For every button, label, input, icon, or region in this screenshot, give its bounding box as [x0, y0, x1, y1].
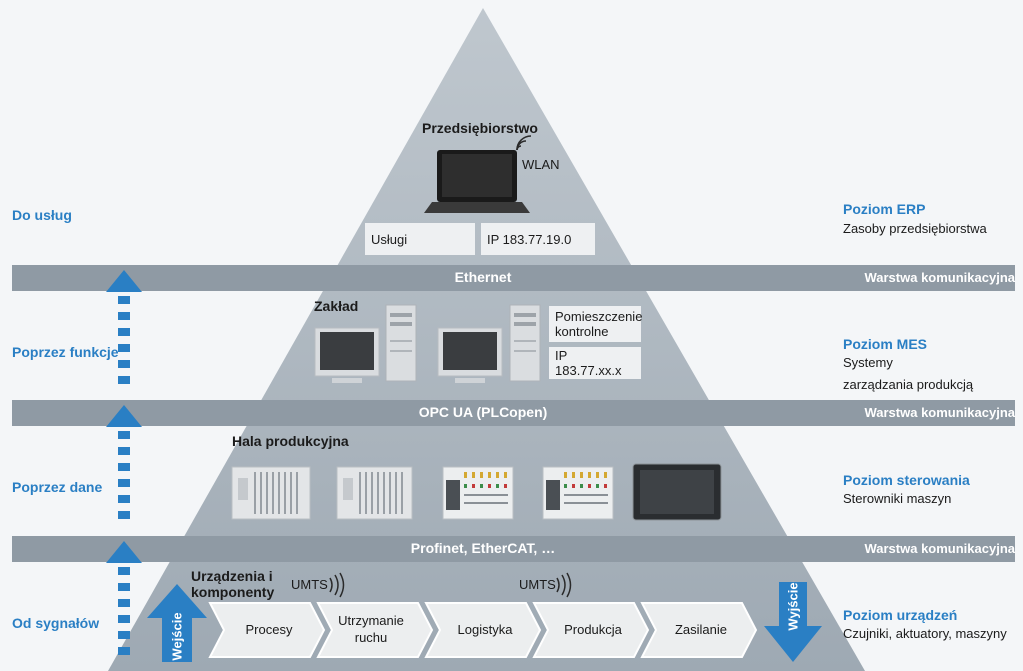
band-label-communication: Warstwa komunikacyjna — [864, 541, 1015, 556]
laptop-icon — [424, 150, 530, 213]
band-ethernet — [12, 265, 1015, 291]
chevron-label-power: Zasilanie — [674, 622, 728, 637]
output-arrow-icon — [764, 582, 822, 662]
ip-plant-box: IP 183.77.xx.x — [549, 347, 641, 379]
left-label-data: Poprzez dane — [12, 479, 103, 495]
level-control-title: Poziom sterowania — [843, 472, 970, 488]
output-label: Wyjście — [785, 581, 801, 631]
left-label-services: Do usług — [12, 207, 72, 223]
input-label-wrap: Wejście — [162, 610, 192, 662]
band-opcua — [12, 400, 1015, 426]
band-label-opcua: OPC UA (PLCopen) — [418, 404, 548, 420]
up-arrow-dashed-1 — [106, 270, 142, 384]
monitor-icon — [314, 327, 380, 383]
services-box: Usługi — [365, 223, 475, 255]
hall-heading: Hala produkcyjna — [232, 433, 349, 449]
umts-signal-icon — [329, 572, 345, 598]
input-label: Wejście — [169, 611, 185, 661]
level-erp-desc: Zasoby przedsiębiorstwa — [843, 221, 987, 236]
devices-heading: Urządzenia i komponenty — [191, 568, 275, 600]
level-mes-title: Poziom MES — [843, 336, 928, 352]
band-label-ethernet: Ethernet — [454, 269, 512, 285]
up-arrow-dashed-2 — [106, 405, 142, 519]
umts-signal-icon — [556, 572, 572, 598]
level-erp-title: Poziom ERP — [843, 201, 926, 217]
band-label-communication: Warstwa komunikacyjna — [864, 405, 1015, 420]
plant-heading: Zakład — [314, 298, 359, 314]
left-label-signals: Od sygnałów — [12, 615, 100, 631]
plc-terminal-icon — [542, 466, 614, 520]
panel-display-icon — [632, 463, 722, 521]
output-label-wrap: Wyjście — [779, 581, 807, 631]
level-mes-desc-1: Systemy — [843, 355, 893, 370]
band-label-fieldbus: Profinet, EtherCAT, … — [410, 540, 556, 556]
control-room-box: Pomieszczenie kontrolne — [549, 306, 642, 342]
plc-terminal-icon — [442, 466, 514, 520]
chevron-label-processes: Procesy — [245, 622, 293, 637]
level-device-title: Poziom urządzeń — [843, 607, 958, 623]
ip-enterprise-box: IP 183.77.19.0 — [481, 223, 595, 255]
monitor-icon — [437, 327, 503, 383]
industrial-pc-icon — [231, 466, 311, 520]
process-chevrons — [208, 602, 758, 658]
input-arrow-icon — [147, 584, 207, 662]
wifi-icon — [516, 135, 532, 151]
level-control-desc: Sterowniki maszyn — [843, 491, 952, 506]
umts-label-1: UMTS — [291, 577, 328, 592]
chevron-label-maintenance: Utrzymanie ruchu — [338, 613, 404, 645]
left-label-functions: Poprzez funkcje — [12, 344, 119, 360]
wlan-label: WLAN — [522, 157, 560, 172]
level-mes-desc-2: zarządzania produkcją — [843, 377, 974, 392]
industrial-pc-icon — [336, 466, 413, 520]
band-label-communication: Warstwa komunikacyjna — [864, 270, 1015, 285]
enterprise-heading: Przedsiębiorstwo — [422, 120, 538, 136]
band-fieldbus — [12, 536, 1015, 562]
chevron-label-logistics: Logistyka — [457, 622, 513, 637]
up-arrow-dashed-3 — [106, 541, 142, 655]
pc-tower-icon — [385, 304, 417, 382]
umts-label-2: UMTS — [519, 577, 556, 592]
pc-tower-icon — [509, 304, 541, 382]
level-device-desc: Czujniki, aktuatory, maszyny — [843, 626, 1007, 641]
chevron-label-production: Produkcja — [564, 622, 622, 637]
